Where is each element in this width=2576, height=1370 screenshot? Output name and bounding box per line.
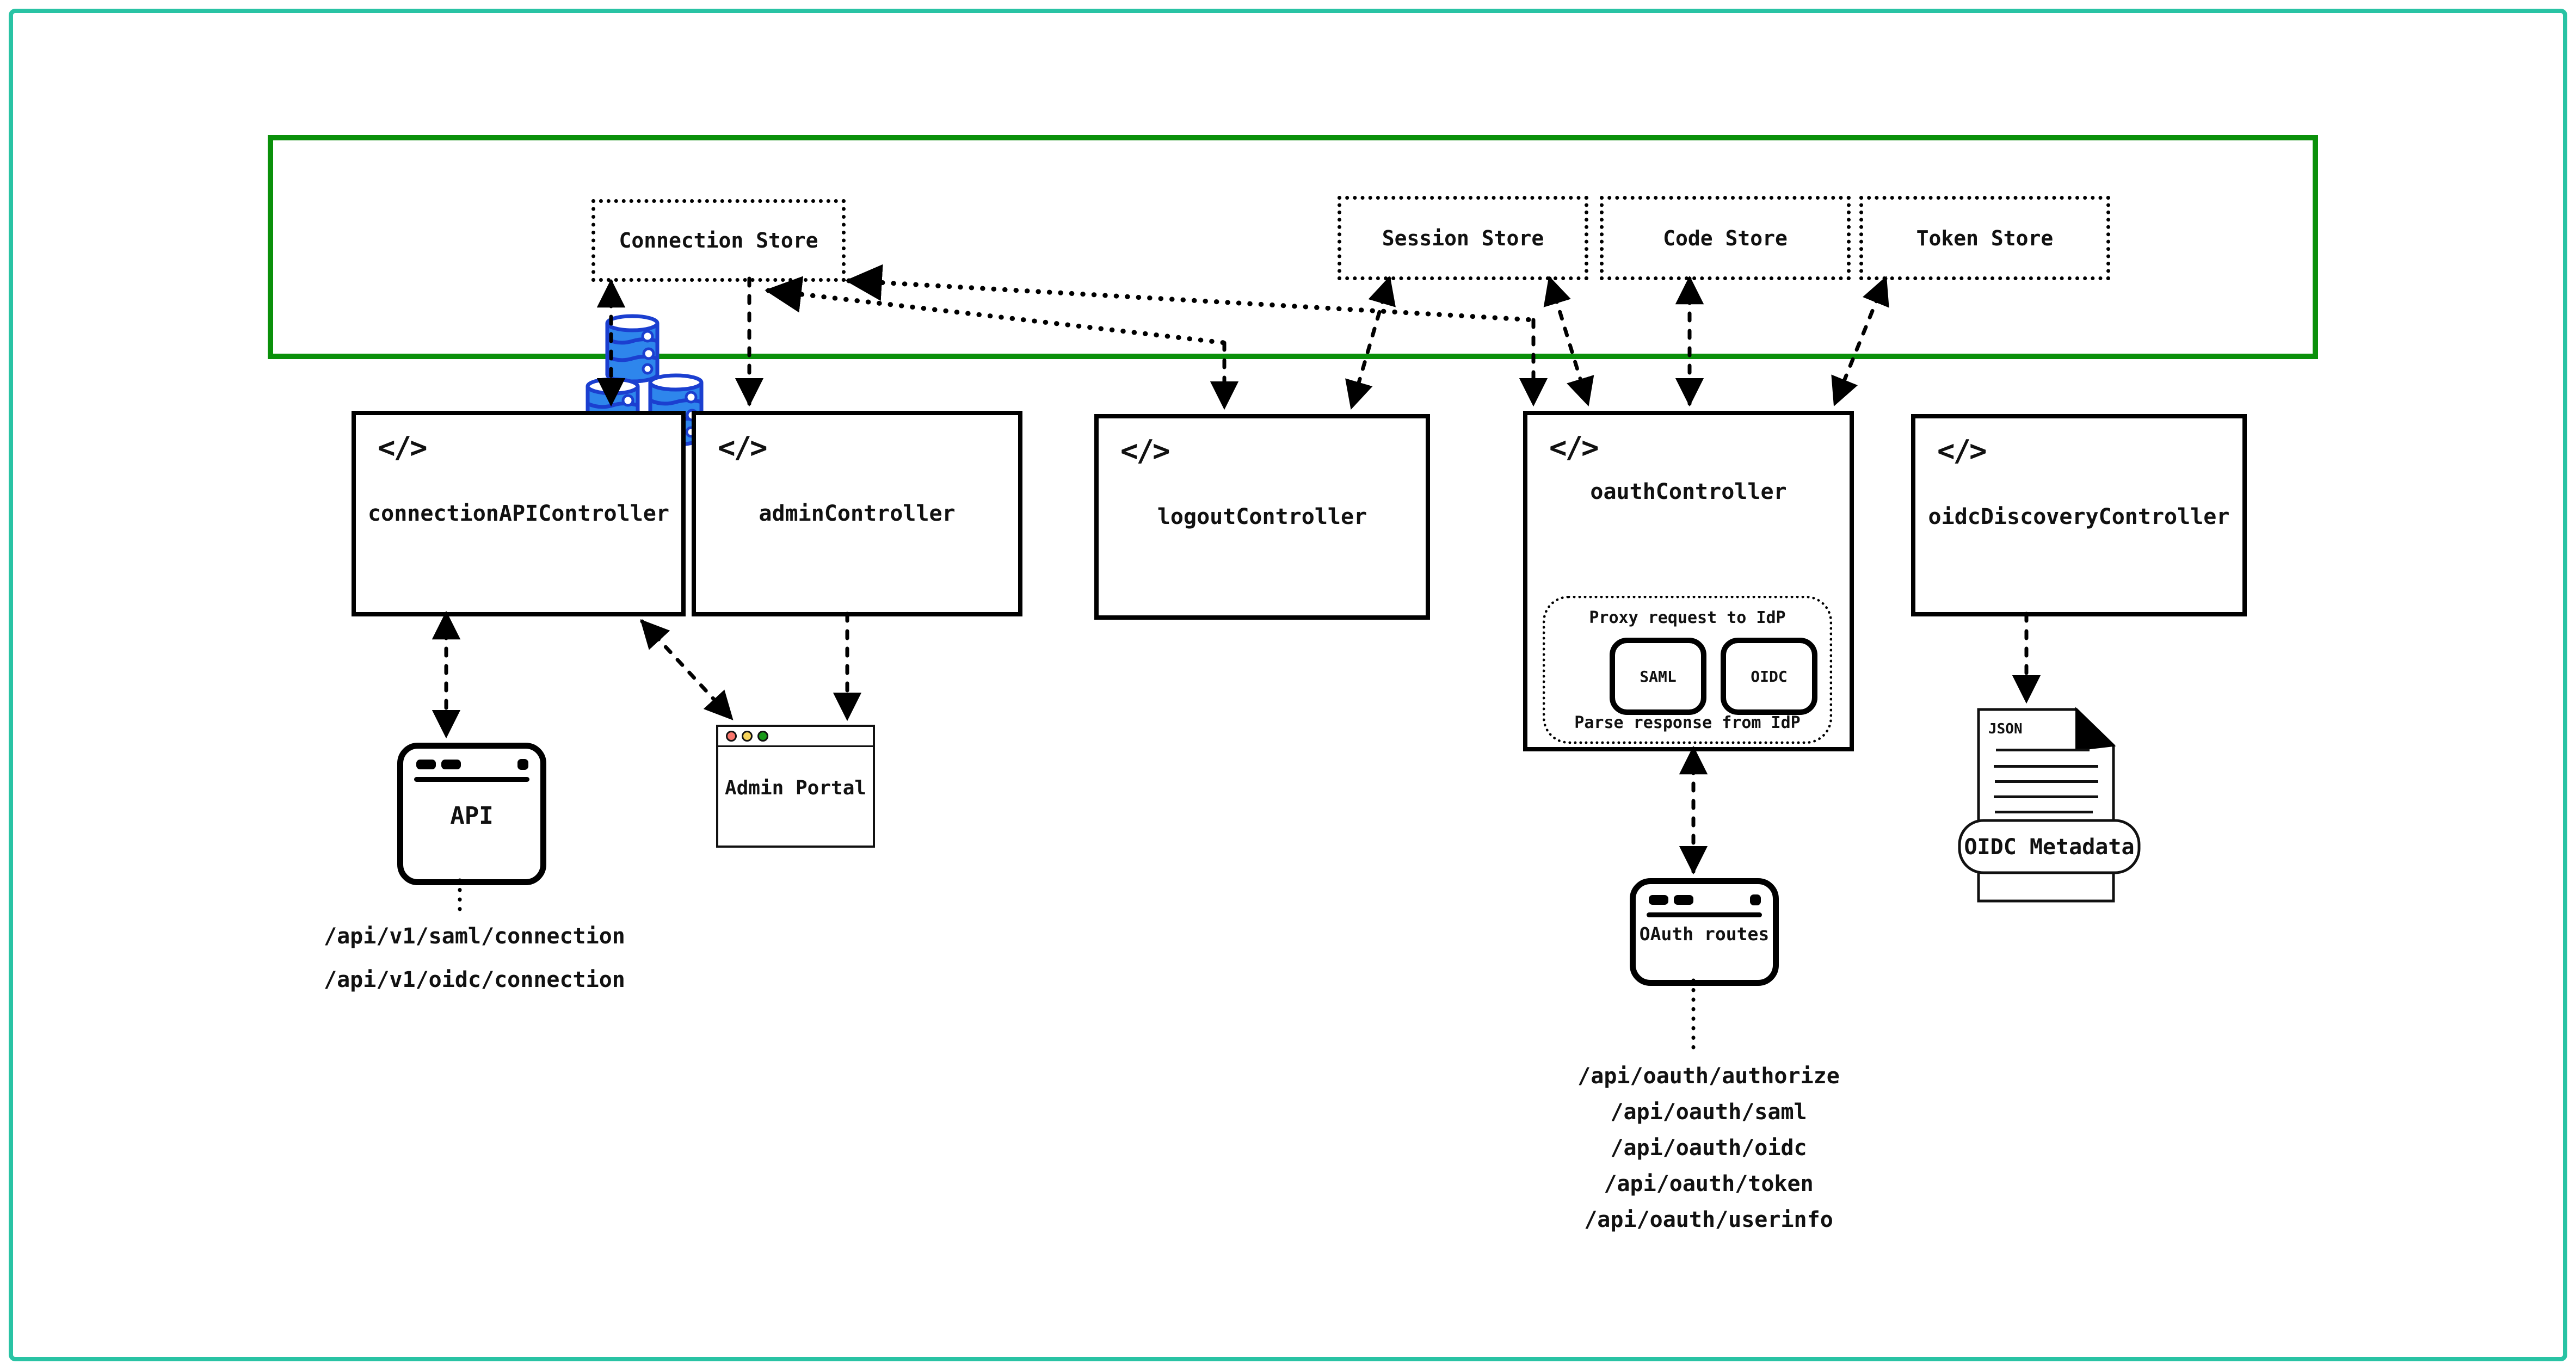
code-icon: </> [378,430,428,465]
proxy-request-label: Proxy request to IdP [1589,608,1786,627]
endpoint-oauth-saml: /api/oauth/saml [1610,1100,1807,1125]
window-bar [414,777,529,782]
parse-response-label: Parse response from IdP [1574,713,1801,732]
admin-controller-label: adminController [759,501,956,526]
oauth-routes-label: OAuth routes [1639,923,1770,945]
window-dot [441,760,461,769]
endpoint-saml-connection: /api/v1/saml/connection [324,924,625,949]
maximize-icon [757,731,768,742]
arrow-connection-api-controller-admin-portal [640,619,734,720]
oidc-label: OIDC [1751,667,1788,686]
code-icon: </> [1549,430,1599,465]
text-line [1996,749,2090,751]
code-icon: </> [718,430,768,465]
endpoint-oauth-userinfo: /api/oauth/userinfo [1584,1207,1833,1232]
logout-controller-box: </> logoutController [1094,414,1430,620]
metadata-banner [1958,819,2141,874]
oidc-metadata-label: OIDC Metadata [1964,835,2134,860]
window-dot [416,760,436,769]
endpoint-oauth-token: /api/oauth/token [1604,1171,1814,1196]
code-store-box: Code Store [1600,196,1851,280]
folded-corner-icon [2075,707,2116,751]
oidc-metadata-document: JSON OIDC Metadata [1958,707,2141,903]
oidc-discovery-controller-box: </> oidcDiscoveryController [1911,414,2247,616]
code-icon: </> [1937,434,1987,468]
code-icon: </> [1120,434,1170,468]
window-dot [1649,895,1668,905]
saml-label: SAML [1640,667,1677,686]
oauth-controller-box: </> oauthController Proxy request to IdP… [1523,411,1854,751]
token-store-label: Token Store [1916,226,2054,250]
endpoint-oauth-oidc: /api/oauth/oidc [1610,1136,1807,1161]
endpoint-oidc-connection: /api/v1/oidc/connection [324,967,625,992]
window-dot [1750,894,1761,905]
oauth-controller-label: oauthController [1590,479,1787,504]
idp-proxy-box: Proxy request to IdP SAML OIDC Parse res… [1543,596,1832,744]
connection-api-controller-box: </> connectionAPIController [352,411,686,616]
oauth-routes-window-icon: OAuth routes [1630,878,1779,986]
oidc-discovery-controller-label: oidcDiscoveryController [1928,504,2230,529]
token-store-box: Token Store [1859,196,2110,280]
close-icon [726,731,737,742]
admin-portal-window: Admin Portal [716,725,875,848]
saml-protocol-box: SAML [1610,638,1706,715]
connection-store-box: Connection Store [591,199,846,282]
api-window-icon: API [397,743,546,885]
window-bar [1647,912,1762,917]
browser-title-bar [718,727,873,747]
admin-portal-label: Admin Portal [724,777,867,799]
window-dot [1674,895,1693,905]
session-store-label: Session Store [1382,226,1544,250]
text-line [1995,780,2098,783]
logout-controller-label: logoutController [1157,504,1367,529]
admin-controller-box: </> adminController [692,411,1022,616]
connection-api-controller-label: connectionAPIController [368,501,669,526]
text-line [1994,765,2098,768]
code-store-label: Code Store [1663,226,1788,250]
api-label: API [450,802,494,830]
json-file-type-label: JSON [1988,721,2023,737]
endpoint-oauth-authorize: /api/oauth/authorize [1577,1064,1840,1089]
minimize-icon [742,731,753,742]
text-line [1995,811,2093,813]
window-dot [517,759,528,770]
connection-store-label: Connection Store [619,229,818,252]
oidc-protocol-box: OIDC [1721,638,1817,715]
session-store-box: Session Store [1338,196,1588,280]
text-line [1994,795,2098,798]
